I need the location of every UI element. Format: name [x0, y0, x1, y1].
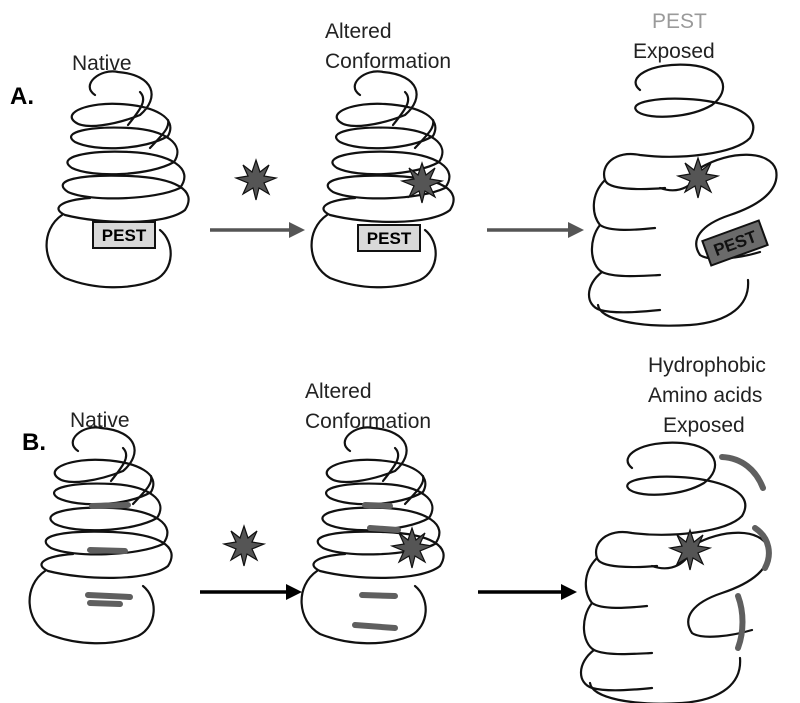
panel-a-altered-label-line2: Conformation — [325, 50, 451, 73]
panel-b-exposed-label-line2: Amino acids — [648, 384, 762, 407]
panel-b-altered-label-line1: Altered — [305, 380, 372, 403]
panel-a-letter: A. — [10, 83, 34, 110]
panel-a-native-label: Native — [72, 52, 132, 75]
pest-tag-text: PEST — [102, 226, 147, 245]
panel-a-exposed-label-line1: PEST — [652, 10, 707, 33]
panel-a-exposed-protein — [587, 63, 778, 327]
panel-a-altered-pest-tag: PEST — [357, 224, 421, 252]
damage-burst-icon — [677, 157, 719, 199]
panel-b-exposed-label-line3: Exposed — [663, 414, 745, 437]
damage-burst-icon — [235, 159, 277, 201]
panel-b-altered-hydrophobic-segments — [352, 502, 401, 631]
panel-a-native-protein — [45, 70, 190, 289]
pest-tag-text: PEST — [367, 229, 412, 248]
damage-burst-icon — [669, 529, 711, 571]
panel-b-native-protein — [28, 426, 173, 645]
panel-a-exposed-label-line2: Exposed — [633, 40, 715, 63]
panel-a-native-pest-tag: PEST — [92, 221, 156, 249]
arrow-right-icon — [210, 222, 305, 238]
panel-a-exposed-pest-tag: PEST — [701, 219, 769, 267]
panel-a-altered-label-line1: Altered — [325, 20, 392, 43]
panel-b-exposed-hydrophobic-segments — [719, 454, 772, 651]
panel-b-native-hydrophobic-segments — [85, 502, 133, 607]
arrow-right-icon — [487, 222, 584, 238]
panel-b-exposed-protein — [579, 441, 770, 703]
panel-b-exposed-label-line1: Hydrophobic — [648, 354, 766, 377]
arrow-right-icon — [200, 584, 302, 600]
panel-b-native-label: Native — [70, 409, 130, 432]
panel-b-letter: B. — [22, 429, 46, 456]
panel-b-altered-label-line2: Conformation — [305, 410, 431, 433]
damage-burst-icon — [223, 525, 265, 567]
arrow-right-icon — [478, 584, 577, 600]
